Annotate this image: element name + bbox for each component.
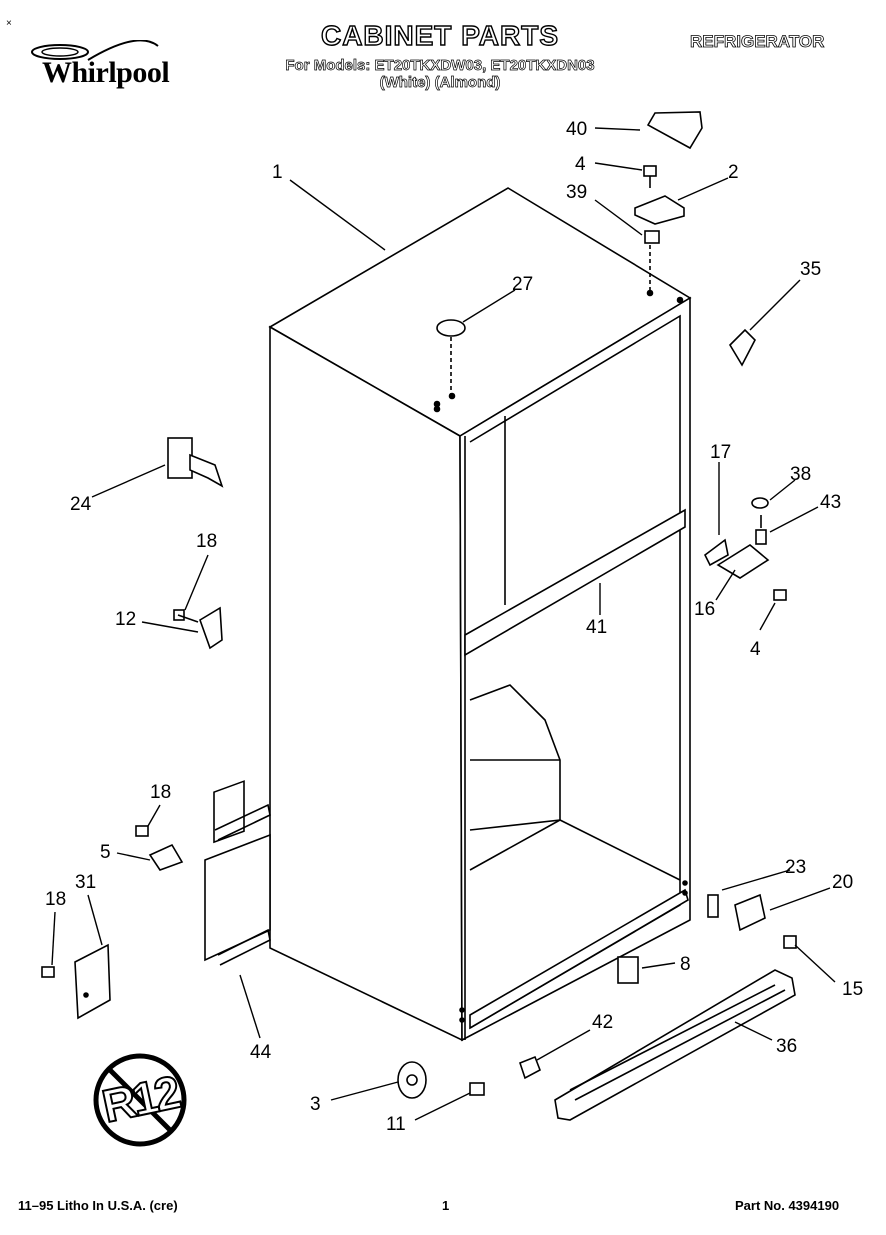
corner-mark: ×: [6, 18, 12, 29]
footer-part-number: Part No. 4394190: [735, 1198, 840, 1213]
callout-18-mid: 18: [150, 782, 171, 803]
callout-40: 40: [566, 119, 587, 140]
brand-name: Whirlpool: [42, 56, 170, 89]
category-label: REFRIGERATOR: [690, 32, 825, 52]
callout-24: 24: [70, 494, 92, 515]
callout-35: 35: [800, 259, 821, 280]
callout-39: 39: [566, 182, 587, 203]
callout-42: 42: [592, 1012, 613, 1033]
callout-23: 23: [785, 857, 806, 878]
no-r12-badge: R12: [90, 1050, 190, 1150]
callout-20: 20: [832, 872, 853, 893]
logo-swirl-icon: [31, 39, 159, 61]
cabinet-drawing: [41, 111, 797, 1121]
callout-labels: 1 40 4 2 39 35 27 24 18 12 17 38 43 16 4…: [45, 119, 863, 1135]
footer-litho: 11–95 Litho In U.S.A. (cre): [18, 1198, 178, 1213]
callout-2: 2: [728, 162, 739, 183]
callout-17: 17: [710, 442, 731, 463]
callout-12: 12: [115, 609, 136, 630]
leader-lines: [51, 127, 836, 1121]
callout-16: 16: [694, 599, 715, 620]
callout-36: 36: [776, 1036, 797, 1057]
callout-44: 44: [250, 1042, 272, 1063]
callout-3: 3: [310, 1094, 321, 1115]
callout-8: 8: [680, 954, 691, 975]
callout-4-mid: 4: [750, 639, 761, 660]
callout-41: 41: [586, 617, 607, 638]
callout-1: 1: [272, 162, 283, 183]
models-line: For Models: ET20TKXDW03, ET20TKXDN03: [285, 57, 595, 75]
callout-4-top: 4: [575, 154, 586, 175]
page-title: CABINET PARTS: [320, 19, 560, 51]
variants-line: (White) (Almond): [379, 74, 501, 92]
footer-page-number: 1: [442, 1198, 450, 1213]
prohibition-icon: [93, 1053, 187, 1147]
callout-18-upper: 18: [196, 531, 217, 552]
callout-18-lower: 18: [45, 889, 66, 910]
callout-31: 31: [75, 872, 96, 893]
callout-43: 43: [820, 492, 841, 513]
callout-27: 27: [512, 274, 533, 295]
callout-11: 11: [386, 1114, 406, 1135]
brand-logo: Whirlpool: [28, 39, 178, 100]
callout-15: 15: [842, 979, 863, 1000]
callout-38: 38: [790, 464, 811, 485]
callout-5: 5: [100, 842, 111, 863]
